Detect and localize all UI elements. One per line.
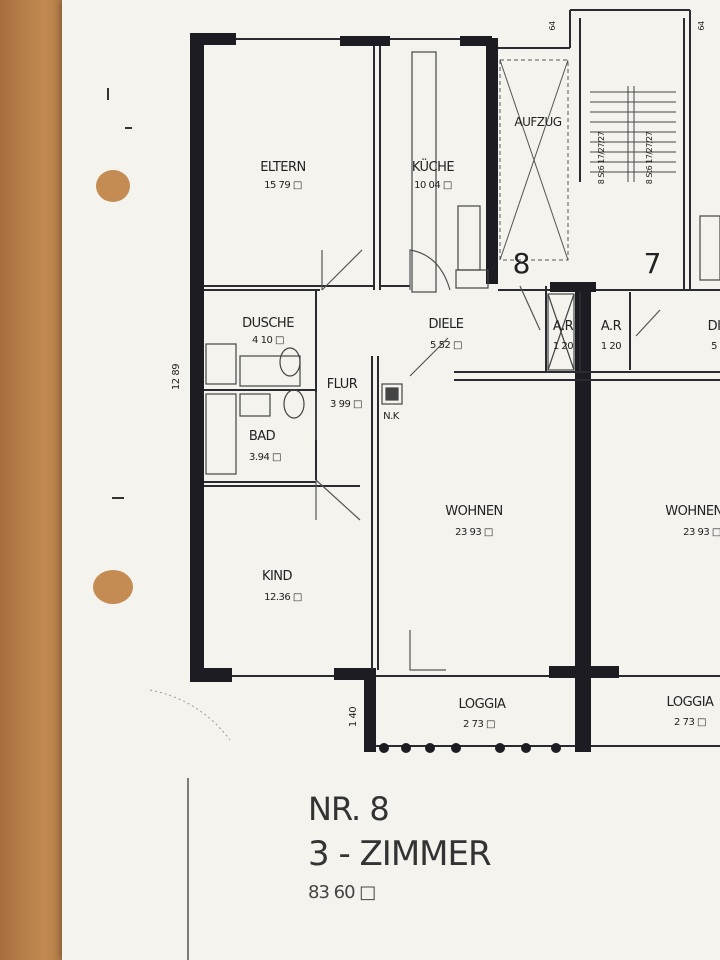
room-ar7-area: 1 20: [600, 341, 622, 352]
room-flur-name: FLUR: [326, 377, 358, 392]
room-loggia7-area: 2 73 □: [674, 717, 706, 728]
dimension-top-b: 64: [697, 21, 706, 31]
smudge: [149, 689, 231, 741]
room-bad-name: BAD: [248, 429, 276, 444]
room-dusche-name: DUSCHE: [242, 316, 294, 331]
dimension-loggia-depth: 1 40: [348, 706, 359, 728]
room-loggia8-name: LOGGIA: [458, 697, 506, 712]
wooden-table: [0, 0, 72, 960]
room-wohnen7-area: 23 93 □: [683, 527, 720, 538]
punch-hole-bottom: [93, 570, 133, 604]
thick-walls: [190, 33, 619, 752]
floor-plan-sheet: [62, 0, 720, 960]
margin-marks: [107, 88, 132, 499]
room-kueche-name: KÜCHE: [411, 160, 455, 175]
room-wohnen8-area: 23 93 □: [455, 527, 493, 538]
room-aufzug-name: AUFZUG: [514, 115, 562, 129]
room-dusche-area: 4 10 □: [252, 335, 284, 346]
room-ar8-name: A.R: [552, 319, 574, 334]
room-kueche-area: 10 04 □: [414, 180, 452, 191]
punch-hole-top: [96, 170, 130, 202]
room-wohnen8-name: WOHNEN: [445, 504, 503, 519]
room-diele-area: 5 52 □: [430, 340, 462, 351]
room-loggia7-name: LOGGIA: [666, 695, 714, 710]
thin-walls: [204, 9, 720, 747]
room-diele-name: DIELE: [428, 317, 464, 332]
room-bad-area: 3.94 □: [249, 452, 281, 463]
apartment-area: 83 60 □: [308, 882, 376, 903]
apartment-type: 3 - ZIMMER: [308, 834, 492, 874]
room-flur-area: 3 99 □: [330, 399, 362, 410]
dimension-top-a: 64: [548, 21, 557, 31]
room-eltern-name: ELTERN: [260, 160, 306, 175]
unit-number-8: 8: [512, 247, 531, 280]
door-swings: [315, 249, 661, 671]
room-kind-area: 12.36 □: [264, 592, 302, 603]
staircase: [590, 86, 676, 182]
apartment-number: NR. 8: [308, 790, 390, 828]
stair-note-b: 8 St6 17/27/27: [645, 131, 654, 185]
room-loggia8-area: 2 73 □: [463, 719, 495, 730]
room-eltern-area: 15 79 □: [264, 180, 302, 191]
elevator-shaft: [499, 59, 569, 261]
stair-note-a: 8 St6 17/27/27: [597, 131, 606, 185]
dimension-depth: 12 89: [171, 363, 182, 391]
unit-number-7: 7: [643, 247, 662, 280]
loggia-railing: [379, 743, 561, 753]
room-diele7-area: 5: [711, 341, 717, 352]
room-nk-name: N.K: [383, 411, 399, 422]
room-ar8-area: 1 20: [552, 341, 574, 352]
room-wohnen7-name: WOHNEN: [665, 504, 720, 519]
room-diele7-name: DI: [707, 319, 720, 334]
room-ar7-name: A.R: [600, 319, 622, 334]
fixtures: [205, 51, 720, 475]
room-kind-name: KIND: [261, 569, 293, 584]
